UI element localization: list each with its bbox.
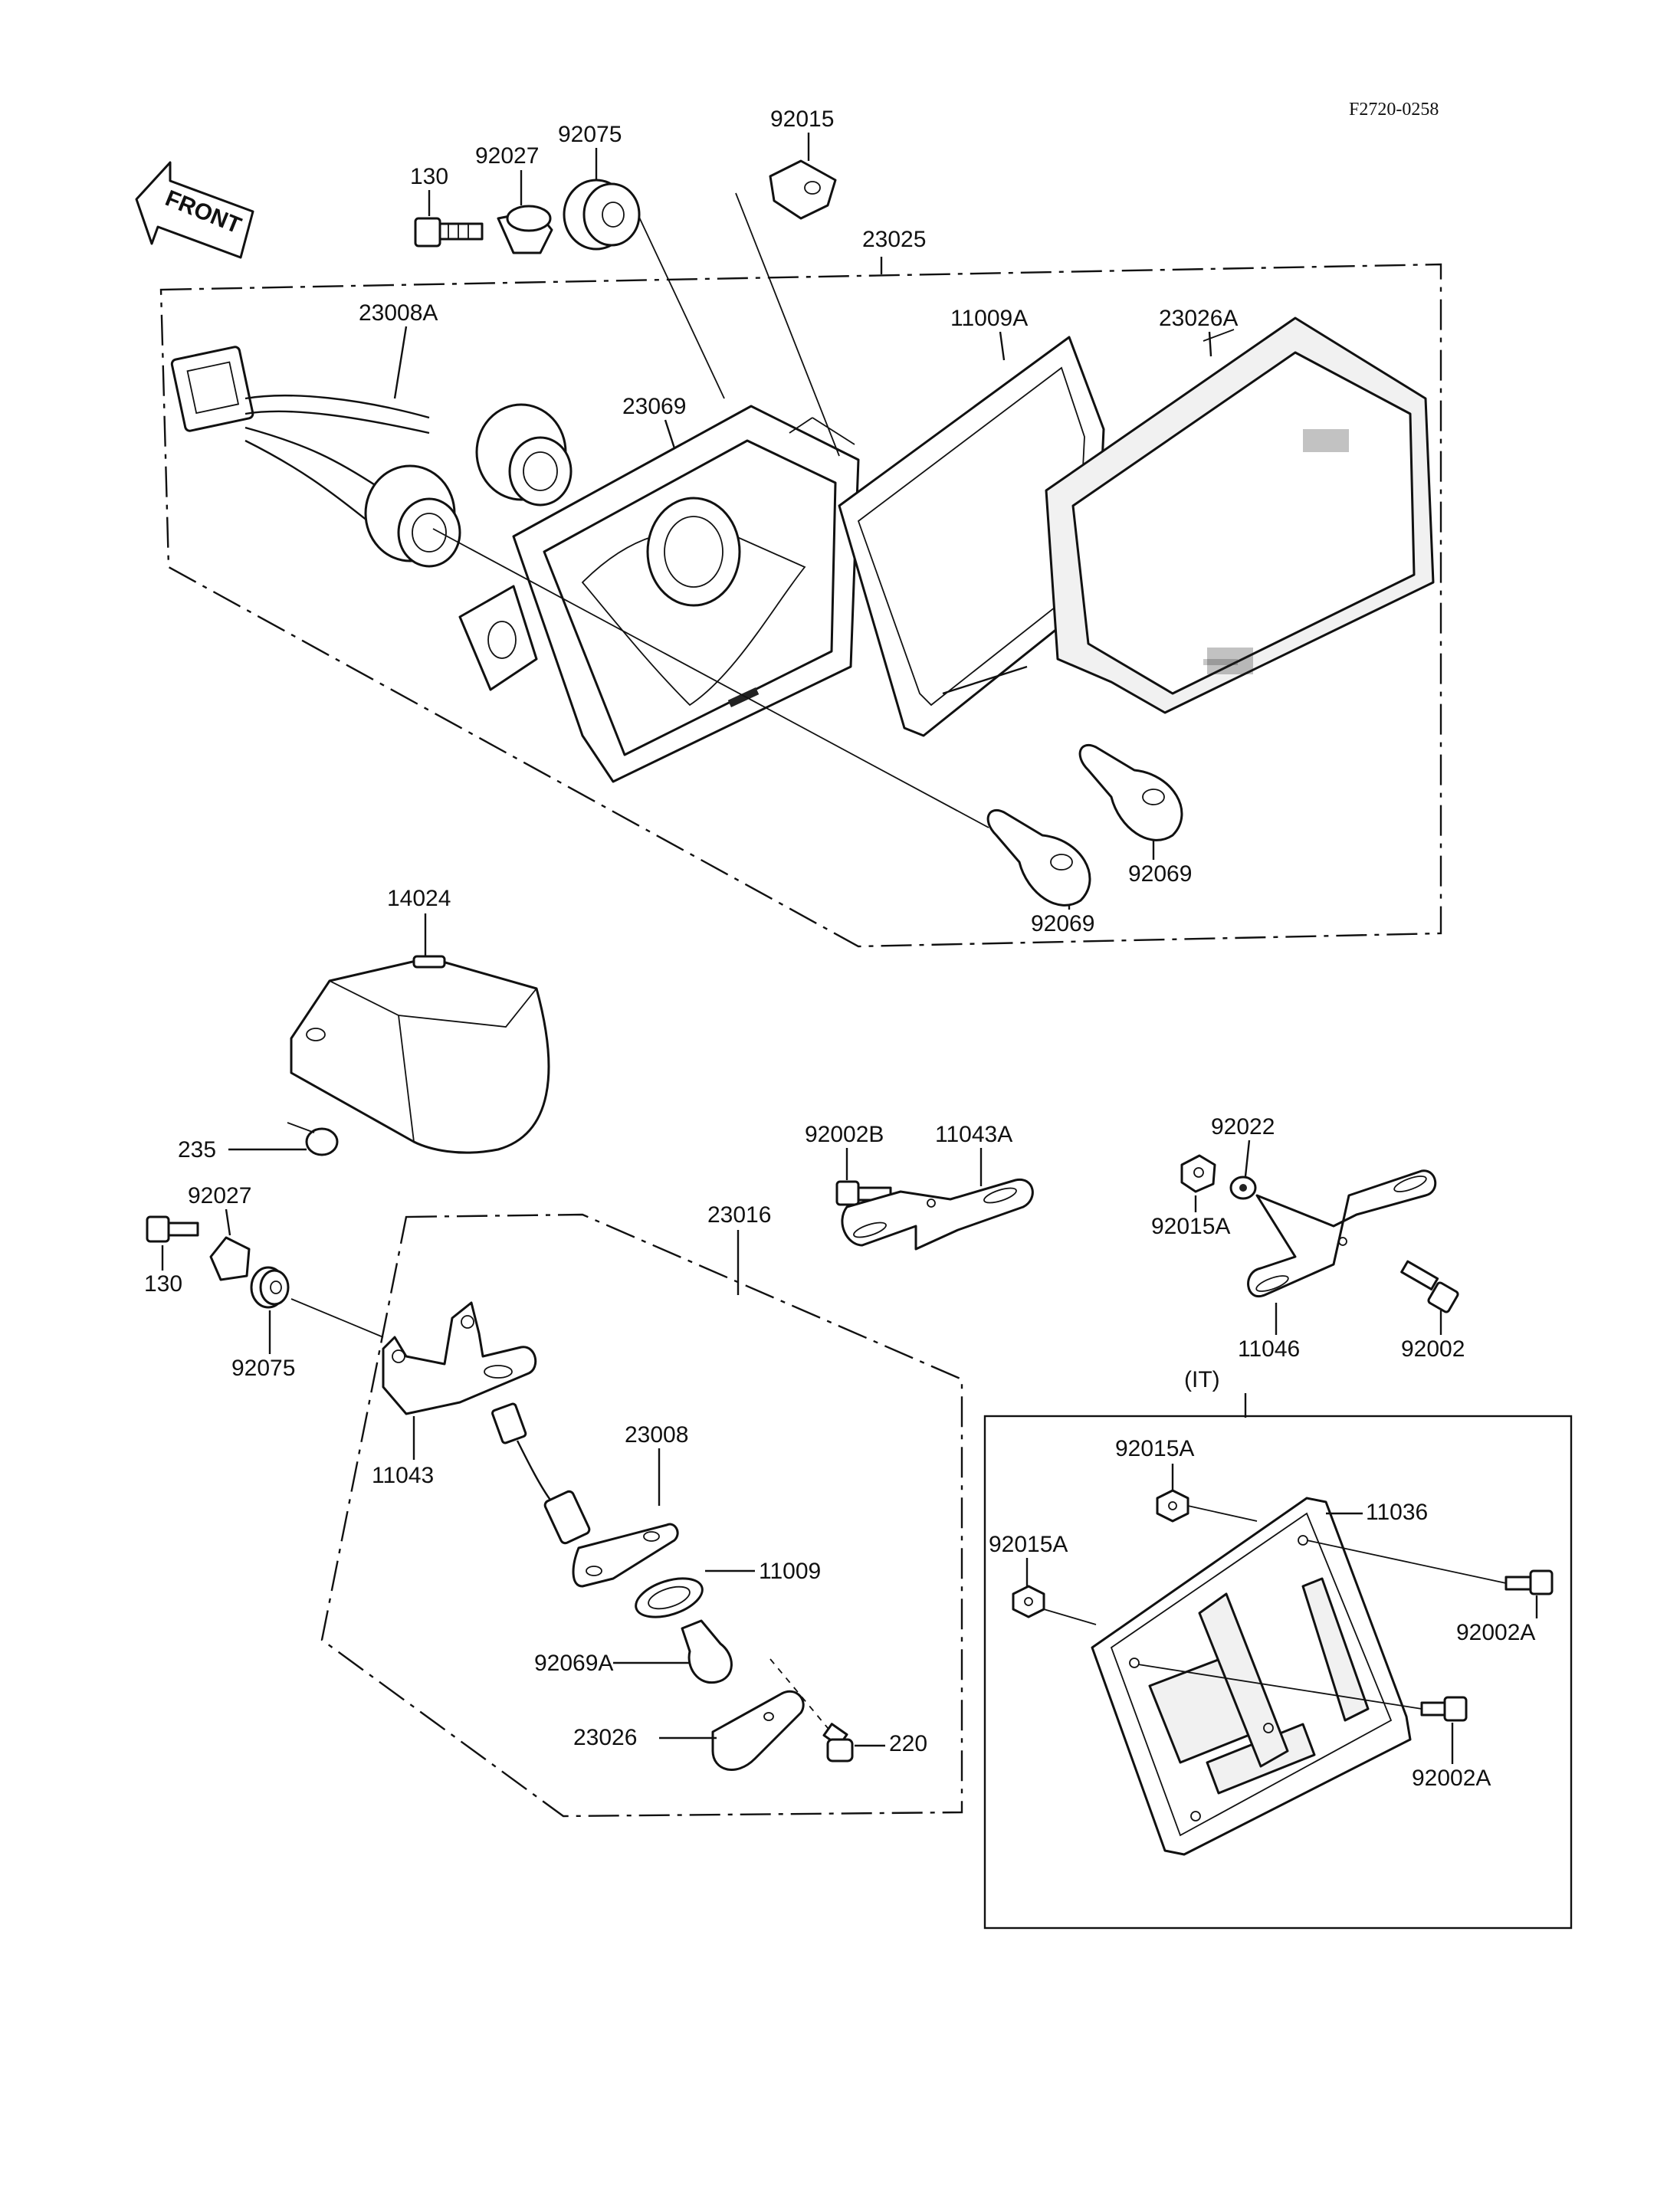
bracket-11046 — [1247, 1169, 1437, 1298]
label-235: 235 — [178, 1137, 216, 1162]
license-plate-box — [983, 1415, 1573, 1930]
label-11046: 11046 — [1238, 1336, 1300, 1362]
label-92002: 92002 — [1401, 1336, 1465, 1362]
bolt-92002 — [1400, 1260, 1459, 1313]
label-92075-top: 92075 — [558, 122, 622, 147]
gasket-11009 — [635, 1577, 704, 1618]
bolt-92002A-2 — [1420, 1696, 1468, 1722]
lens-23026A — [1045, 316, 1435, 714]
label-92069-mid: 92069 — [1031, 911, 1094, 936]
screw-235 — [287, 1122, 339, 1156]
plate-holder-11036 — [1091, 1497, 1412, 1856]
bolt-92002A-1 — [1504, 1569, 1554, 1595]
label-11036: 11036 — [1366, 1500, 1428, 1525]
washer-92022 — [1229, 1176, 1257, 1200]
label-23025: 23025 — [862, 227, 926, 252]
nut-92015A-box1 — [1156, 1489, 1189, 1523]
label-11043: 11043 — [372, 1463, 434, 1488]
bolt-130-bottom — [146, 1215, 199, 1243]
wiring-harness-23008A — [170, 346, 573, 568]
bolt-130-top — [414, 217, 484, 248]
license-light-assembly-group: 11043 23008 11009 92069A 23026 — [320, 1213, 963, 1818]
label-220: 220 — [889, 1731, 927, 1756]
grommet-92075-bottom — [250, 1266, 290, 1309]
label-92015A-box2: 92015A — [989, 1532, 1068, 1557]
label-92015A-mid: 92015A — [1151, 1214, 1230, 1239]
label-92022: 92022 — [1211, 1114, 1275, 1139]
label-92002A-1: 92002A — [1456, 1620, 1535, 1645]
cover-14024 — [290, 955, 550, 1154]
label-11009A: 11009A — [950, 306, 1028, 331]
socket-23008 — [491, 1402, 679, 1588]
label-23008: 23008 — [625, 1422, 688, 1448]
label-92015: 92015 — [770, 107, 834, 132]
assembly-23016-boundary — [320, 1213, 963, 1818]
label-130-bottom: 130 — [144, 1271, 182, 1297]
bracket-11043A — [841, 1179, 1034, 1251]
label-11043A: 11043A — [935, 1122, 1012, 1147]
screw-220 — [822, 1723, 854, 1763]
bulb-92069A — [681, 1619, 733, 1684]
label-92027-top: 92027 — [475, 143, 539, 169]
label-23026: 23026 — [573, 1725, 637, 1750]
label-92027-bottom: 92027 — [188, 1183, 251, 1208]
label-92002B: 92002B — [805, 1122, 884, 1147]
label-92002A-2: 92002A — [1412, 1766, 1491, 1791]
housing-23069 — [458, 405, 860, 783]
diagram-code: F2720-0258 — [1349, 100, 1439, 120]
label-92069-right: 92069 — [1128, 861, 1192, 887]
region-label-it: (IT) — [1184, 1367, 1220, 1392]
assembly-23025-boundary — [159, 263, 1442, 948]
bulb-92069-right — [1078, 743, 1183, 841]
label-11009: 11009 — [759, 1559, 821, 1584]
label-23008A: 23008A — [359, 300, 438, 326]
nut-92015 — [769, 159, 837, 220]
collar-92027-bottom — [209, 1236, 251, 1281]
label-14024: 14024 — [387, 886, 451, 911]
label-23016: 23016 — [707, 1202, 771, 1228]
label-23026A: 23026A — [1159, 306, 1238, 331]
lens-23026 — [711, 1690, 805, 1771]
label-92015A-box1: 92015A — [1115, 1436, 1194, 1461]
front-arrow-icon: FRONT — [135, 161, 254, 259]
nut-92015A-mid — [1180, 1154, 1216, 1193]
label-92075-bottom: 92075 — [231, 1356, 295, 1381]
bolt-92002B — [835, 1180, 892, 1206]
collar-92027-top — [497, 205, 553, 254]
label-92069A: 92069A — [534, 1651, 613, 1676]
label-23069: 23069 — [622, 394, 686, 419]
bracket-11043 — [382, 1301, 537, 1415]
tail-light-assembly-group: 23008A 23069 11009A — [159, 192, 1442, 948]
bulb-92069-mid — [986, 808, 1091, 907]
label-130-top: 130 — [410, 164, 448, 189]
grommet-92075-top — [563, 179, 641, 251]
nut-92015A-box2 — [1012, 1585, 1045, 1618]
